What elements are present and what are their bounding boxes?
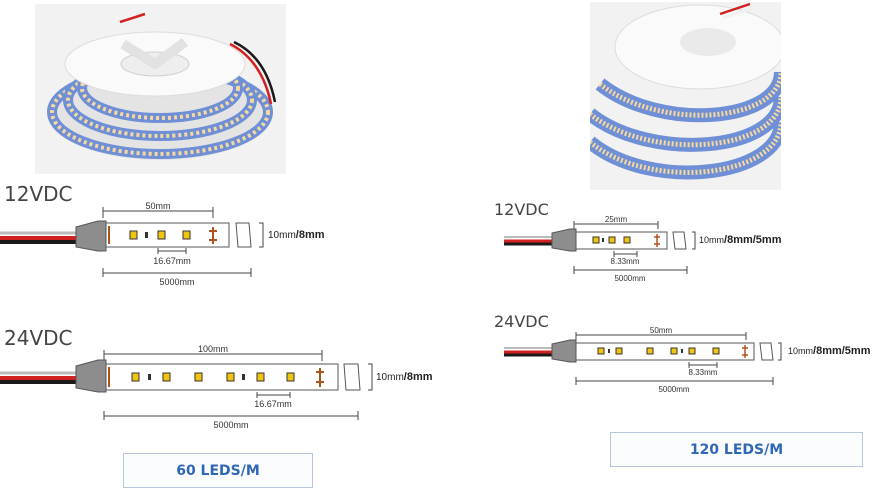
cut-length-label: 25mm (605, 215, 628, 224)
voltage-label-12vdc: 12VDC (494, 200, 549, 219)
pitch-label: 8.33mm (611, 257, 640, 266)
pitch-label: 8.33mm (689, 368, 718, 377)
pitch-label: 16.67mm (254, 399, 292, 409)
voltage-label-24vdc: 24VDC (4, 326, 73, 350)
width-label: 10mm/8mm/5mm (788, 345, 871, 357)
width-label: 10mm/8mm/5mm (699, 234, 782, 246)
strip-diagram-right-12v: 25mm 8.33mm 5000mm (490, 212, 750, 287)
width-label: 10mm/8mm (376, 371, 433, 383)
leds-per-meter-badge: 120 LEDS/M (610, 432, 863, 467)
total-length-label: 5000mm (658, 385, 689, 394)
pitch-label: 16.67mm (153, 256, 191, 266)
strip-diagram-right-24v: 50mm 8.33mm 5000mm (490, 322, 790, 397)
strip-diagram-left-24v: 100mm 16.67mm 5000mm (0, 340, 380, 435)
total-length-label: 5000mm (159, 277, 194, 287)
voltage-label-12vdc: 12VDC (4, 182, 73, 206)
total-length-label: 5000mm (213, 420, 248, 430)
width-label: 10mm/8mm (268, 229, 325, 241)
cut-length-label: 50mm (145, 201, 170, 211)
leds-per-meter-badge: 60 LEDS/M (123, 453, 313, 488)
voltage-label-24vdc: 24VDC (494, 312, 549, 331)
product-photo-120leds (590, 2, 781, 190)
cut-length-label: 50mm (650, 326, 673, 335)
cut-length-label: 100mm (198, 344, 228, 354)
strip-diagram-left-12v: 50mm 16.67mm 5000mm (0, 198, 300, 288)
product-photo-60leds (35, 4, 286, 174)
total-length-label: 5000mm (614, 274, 645, 283)
